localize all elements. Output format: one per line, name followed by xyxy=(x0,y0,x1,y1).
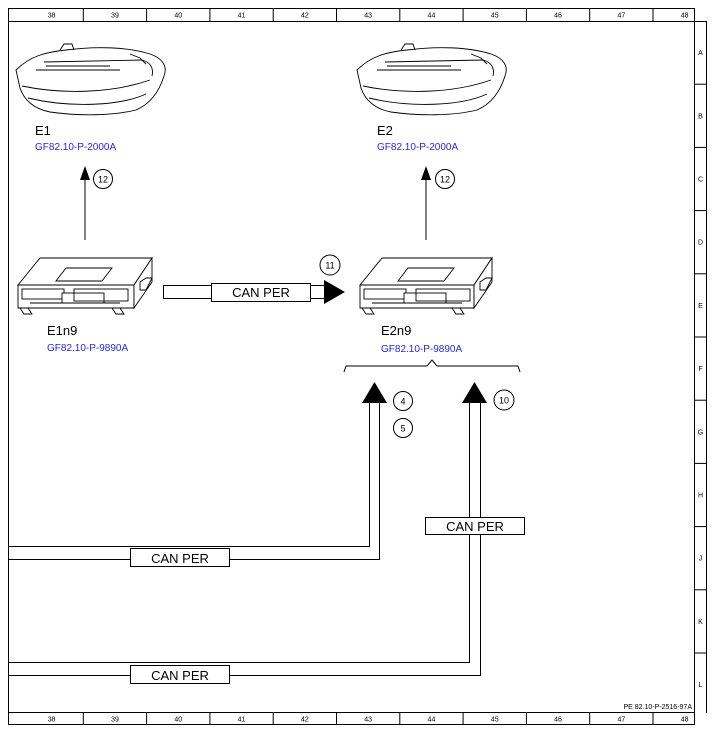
row-label: C xyxy=(698,177,703,184)
svg-text:CAN PER: CAN PER xyxy=(151,551,209,566)
row-label: H xyxy=(698,493,703,500)
row-label: A xyxy=(698,50,703,57)
bracket-e2n9-inputs xyxy=(343,359,521,373)
e1n9-label: E1n9 xyxy=(47,323,77,338)
row-label: E xyxy=(698,303,703,310)
marker-10: 10 xyxy=(493,389,515,411)
svg-text:CAN PER: CAN PER xyxy=(446,519,504,534)
col-bottom-label: 47 xyxy=(617,717,625,724)
column-labels-top: 38 39 40 41 42 43 44 45 46 47 48 xyxy=(48,8,689,21)
col-bottom-label: 41 xyxy=(238,717,246,724)
can-per-label-top: CAN PER xyxy=(211,283,311,302)
marker-5: 5 xyxy=(393,418,413,438)
e2-label: E2 xyxy=(377,123,393,138)
col-top-label: 47 xyxy=(617,13,625,20)
can-link-bottom-2 xyxy=(9,402,481,676)
col-top-label: 41 xyxy=(238,13,246,20)
col-top-label: 42 xyxy=(301,13,309,20)
row-label: D xyxy=(698,240,703,247)
e2n9-ref-link[interactable]: GF82.10-P-9890A xyxy=(381,344,462,355)
col-bottom-label: 43 xyxy=(364,717,372,724)
svg-text:5: 5 xyxy=(400,424,405,434)
control-unit-e2n9 xyxy=(359,256,493,315)
row-label: L xyxy=(699,682,703,689)
col-top-label: 43 xyxy=(364,13,372,20)
e1-ref-link[interactable]: GF82.10-P-2000A xyxy=(35,142,116,153)
control-unit-e1n9 xyxy=(17,256,153,315)
arrowhead-bottom-2 xyxy=(462,382,487,403)
arrow-e2n9-to-e2 xyxy=(421,166,431,240)
arrowhead-bottom-1 xyxy=(362,382,387,403)
headlamp-e1 xyxy=(15,43,166,116)
can-link-bottom-1 xyxy=(9,402,380,560)
can-per-label-vertical: CAN PER xyxy=(425,517,525,535)
svg-text:CAN PER: CAN PER xyxy=(232,285,290,300)
e1n9-ref-link[interactable]: GF82.10-P-9890A xyxy=(47,343,128,354)
e1-label: E1 xyxy=(35,123,51,138)
drawing-frame xyxy=(8,8,707,725)
col-bottom-label: 42 xyxy=(301,717,309,724)
row-label: G xyxy=(698,429,703,436)
col-bottom-label: 40 xyxy=(174,717,182,724)
svg-text:10: 10 xyxy=(499,396,509,406)
row-labels-right: A B C D E F G H J K L xyxy=(694,50,707,689)
document-id: PE 82.10-P-2516-97A xyxy=(624,704,693,711)
e2n9-label: E2n9 xyxy=(381,323,411,338)
svg-text:4: 4 xyxy=(400,397,405,407)
row-label: J xyxy=(699,556,703,563)
col-top-label: 48 xyxy=(681,13,689,20)
marker-12-right: 12 xyxy=(435,169,455,189)
svg-text:12: 12 xyxy=(98,175,108,185)
svg-text:CAN PER: CAN PER xyxy=(151,668,209,683)
col-bottom-label: 46 xyxy=(554,717,562,724)
marker-11: 11 xyxy=(319,254,341,276)
svg-text:12: 12 xyxy=(440,175,450,185)
svg-text:11: 11 xyxy=(325,261,334,271)
col-top-label: 44 xyxy=(428,13,436,20)
col-top-label: 39 xyxy=(111,13,119,20)
col-top-label: 46 xyxy=(554,13,562,20)
col-bottom-label: 45 xyxy=(491,717,499,724)
col-bottom-label: 39 xyxy=(111,717,119,724)
col-top-label: 40 xyxy=(174,13,182,20)
marker-12-left: 12 xyxy=(93,169,113,189)
row-label: B xyxy=(698,113,703,120)
can-per-label-bottom-2: CAN PER xyxy=(130,665,230,684)
headlamp-e2 xyxy=(356,43,507,116)
col-bottom-label: 44 xyxy=(428,717,436,724)
can-per-label-bottom-1: CAN PER xyxy=(130,548,230,567)
col-top-label: 45 xyxy=(491,13,499,20)
e2-ref-link[interactable]: GF82.10-P-2000A xyxy=(377,142,458,153)
row-label: F xyxy=(698,366,702,373)
marker-4: 4 xyxy=(393,391,413,411)
arrow-e1n9-to-e1 xyxy=(80,166,90,240)
col-bottom-label: 48 xyxy=(681,717,689,724)
col-top-label: 38 xyxy=(48,13,56,20)
column-labels-bottom: 38 39 40 41 42 43 44 45 46 47 48 xyxy=(48,712,689,725)
row-label: K xyxy=(698,619,703,626)
col-bottom-label: 38 xyxy=(48,717,56,724)
